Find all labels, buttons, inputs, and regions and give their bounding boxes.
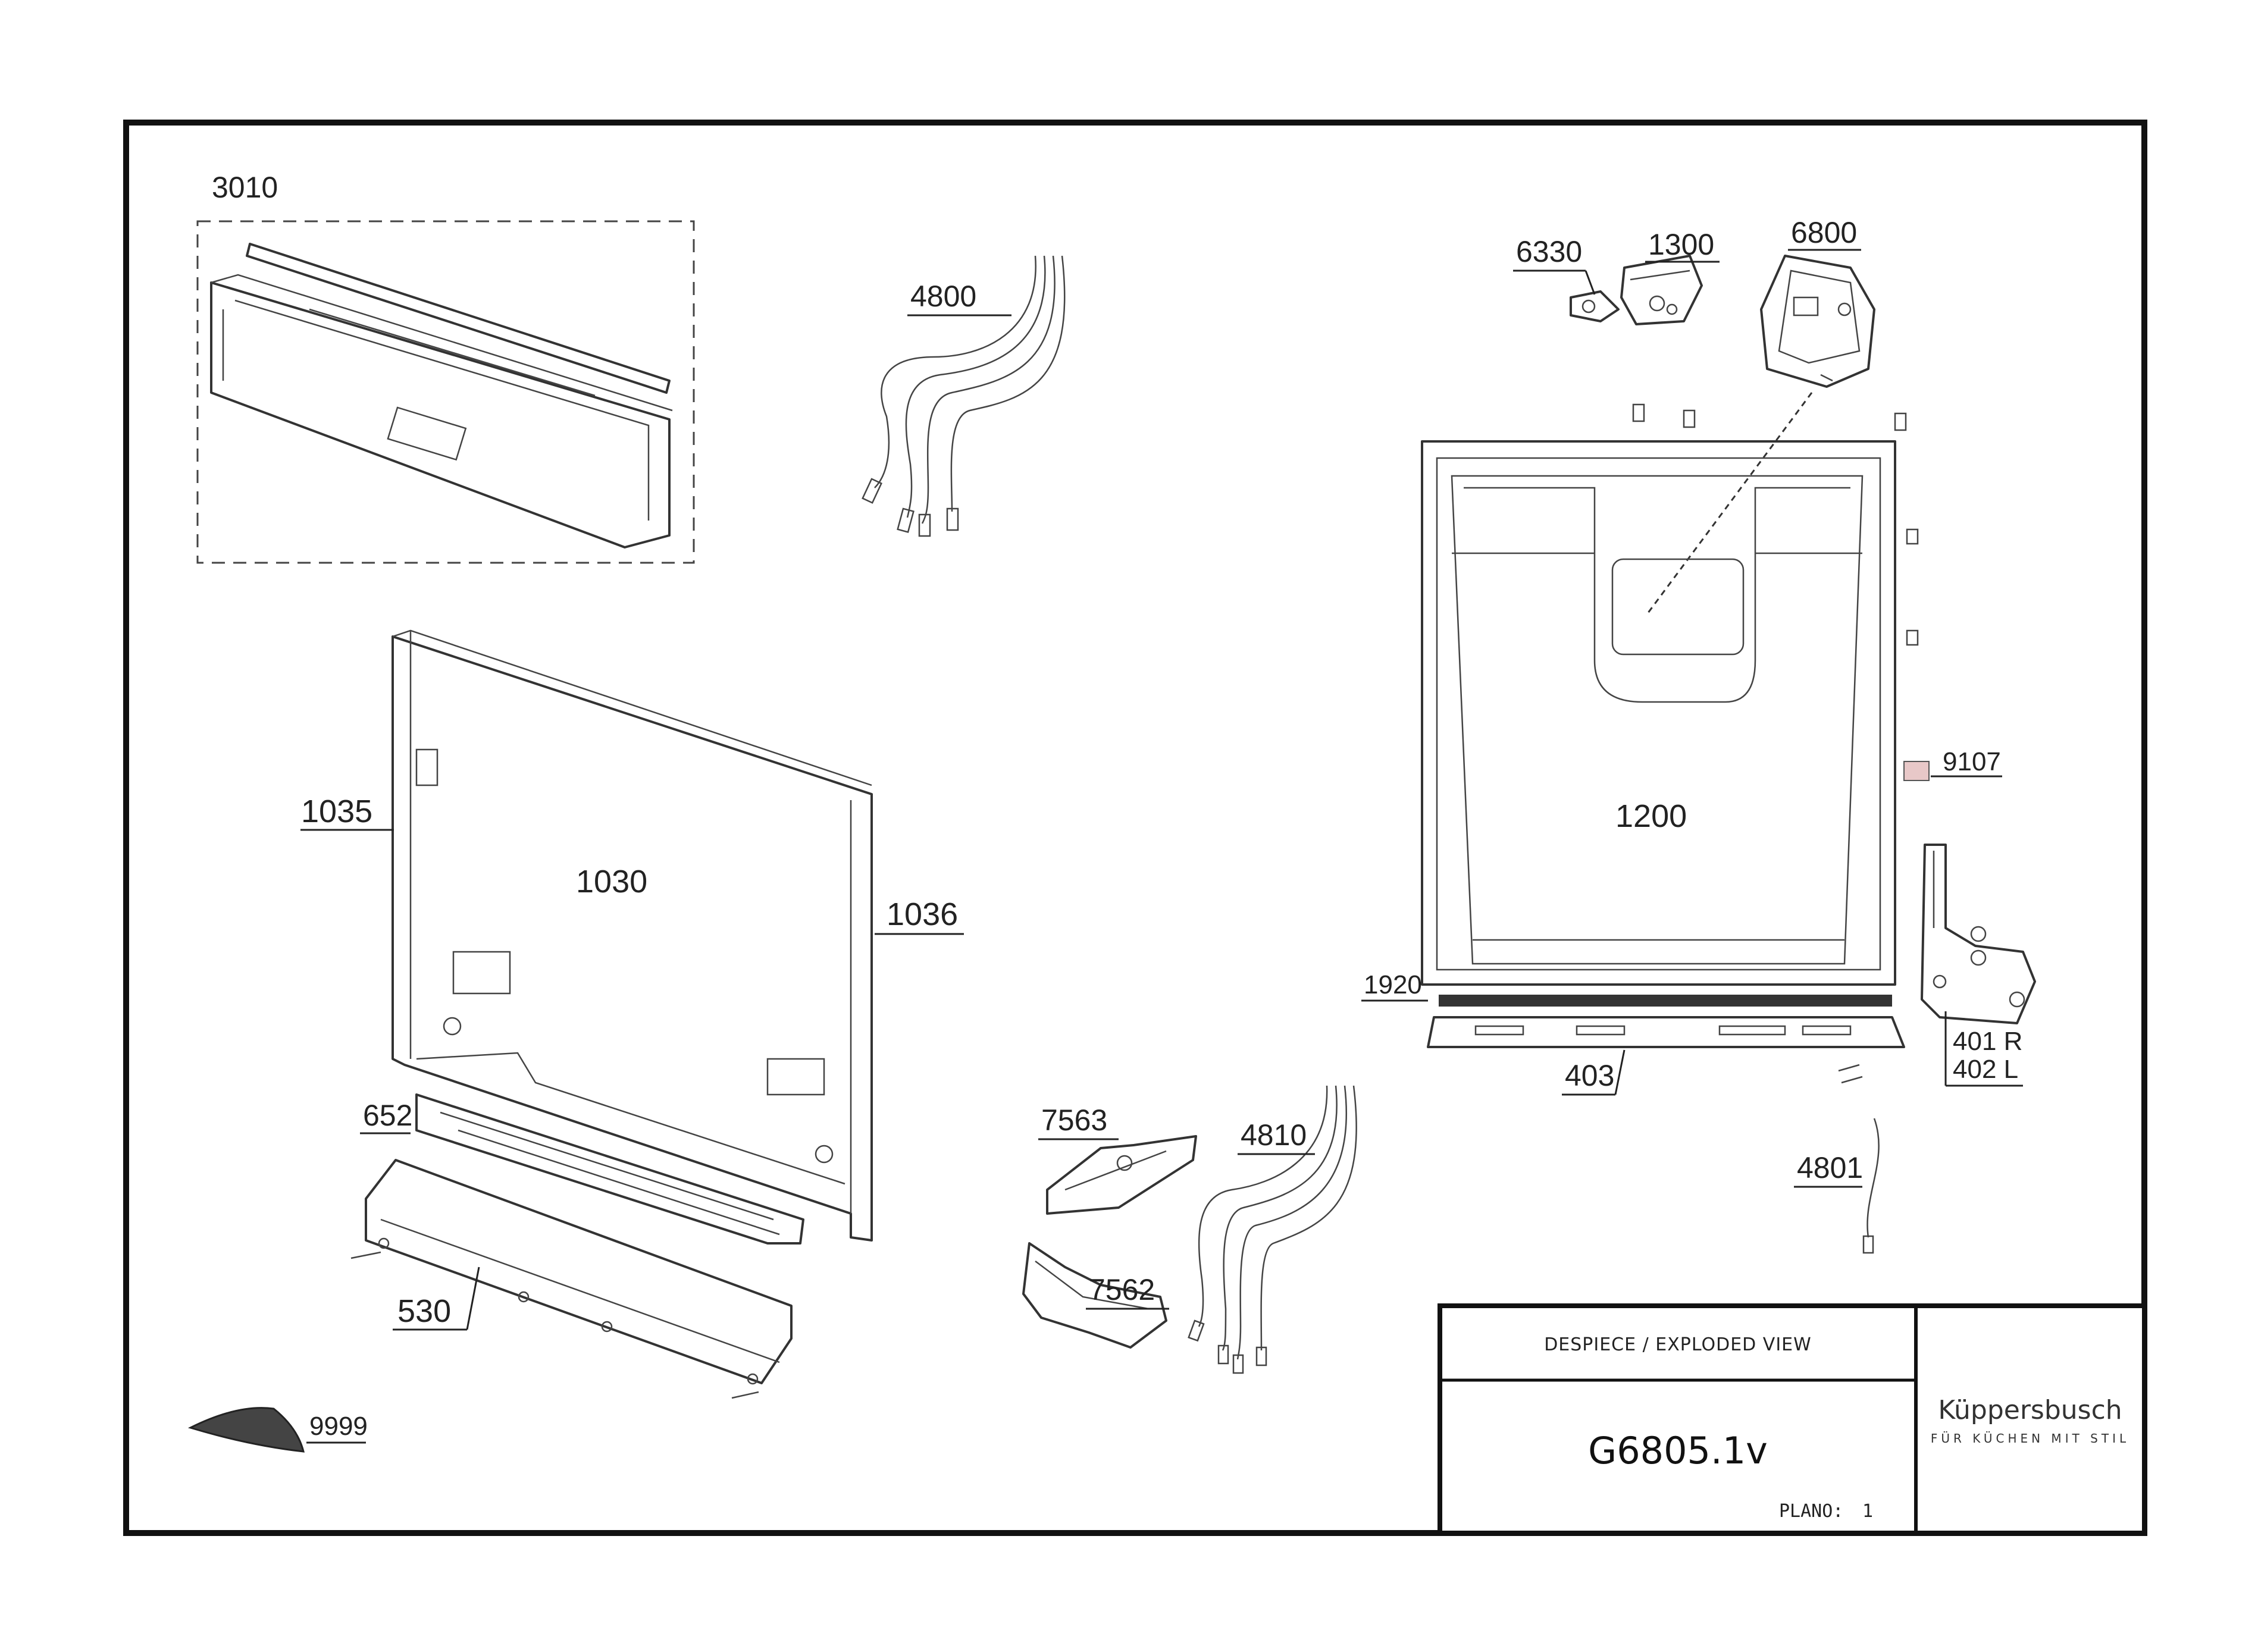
svg-text:4801: 4801 [1797,1151,1863,1184]
part-1200-inner-door [1421,440,1896,986]
part-4810-wiring-harness [1188,1085,1357,1374]
svg-text:1030: 1030 [576,864,647,899]
callout-6800: 6800 [1788,216,1861,251]
svg-text:FÜR KÜCHEN MIT STIL: FÜR KÜCHEN MIT STIL [1931,1431,2129,1446]
svg-text:652: 652 [363,1099,412,1132]
dispenser-mounting-dashed-line [1647,392,1813,613]
part-1030-outer-door [392,629,873,1242]
part-9999-cloth [187,1407,305,1453]
svg-text:6330: 6330 [1516,235,1582,268]
part-1300-lock [1620,255,1703,325]
callout-401r-402l: 401 R 402 L [1944,1011,2023,1087]
part-6800-dispenser [1760,255,1875,388]
callout-1036: 1036 [875,896,964,935]
drawing-border [123,120,2147,1536]
callout-1200: 1200 [1615,798,1687,834]
svg-text:1036: 1036 [887,896,958,932]
part-6330-clip [1570,290,1620,322]
svg-text:G6805.1v: G6805.1v [1588,1429,1768,1472]
part-7562-guide [1022,1242,1167,1349]
svg-text:Küppersbusch: Küppersbusch [1938,1395,2122,1425]
callout-530: 530 [393,1267,480,1331]
callout-3010: 3010 [212,171,278,204]
svg-text:403: 403 [1565,1059,1614,1092]
part-7563-bracket [1046,1135,1197,1215]
callout-4800: 4800 [907,280,1011,316]
callout-9107: 9107 [1931,747,2002,778]
svg-text:530: 530 [397,1293,451,1329]
svg-text:4810: 4810 [1241,1118,1307,1152]
svg-text:7563: 7563 [1041,1104,1107,1137]
part-1920-seal [1439,995,1892,1007]
svg-text:PLANO:: PLANO: [1779,1501,1843,1522]
svg-text:4800: 4800 [910,280,976,313]
svg-text:3010: 3010 [212,171,278,204]
svg-text:1920: 1920 [1364,970,1422,999]
svg-text:1035: 1035 [301,794,372,829]
part-3010-control-panel [196,220,695,564]
brand-logo: Küppersbusch FÜR KÜCHEN MIT STIL [1931,1395,2129,1446]
callout-1035: 1035 [300,794,394,831]
part-4800-wiring-harness [862,255,1066,537]
svg-text:1200: 1200 [1615,798,1687,834]
part-401-402-hinge [1921,844,2036,1024]
callout-1030: 1030 [576,864,647,899]
callout-4810: 4810 [1238,1118,1315,1155]
svg-text:7562: 7562 [1089,1273,1155,1306]
part-652-handle-insert [415,1093,804,1245]
svg-text:9107: 9107 [1943,747,2001,776]
title-block [1438,1303,2147,1535]
title-block-header: DESPIECE / EXPLODED VIEW [1544,1334,1812,1355]
part-4801-cable [1862,1118,1880,1254]
title-block-model: G6805.1v [1588,1429,1768,1472]
tub-screws [1632,403,1919,646]
part-9107-label [1903,761,1930,781]
svg-text:9999: 9999 [309,1412,368,1441]
callout-1920: 1920 [1361,970,1428,1002]
callout-403: 403 [1562,1049,1626,1096]
callout-1300: 1300 [1645,228,1720,263]
hinge-screws [1838,1064,1863,1084]
part-530-bottom-strip [350,1159,793,1399]
callout-7562: 7562 [1086,1273,1169,1310]
svg-text:6800: 6800 [1791,216,1857,249]
svg-text:DESPIECE / EXPLODED VIEW: DESPIECE / EXPLODED VIEW [1544,1334,1812,1355]
svg-text:401 R: 401 R [1953,1027,2022,1056]
part-403-rail [1427,1016,1905,1048]
callout-652: 652 [360,1099,412,1134]
callout-7563: 7563 [1038,1104,1119,1140]
title-block-plano: PLANO: 1 [1779,1501,1873,1522]
callout-4801: 4801 [1794,1151,1863,1188]
callout-9999: 9999 [306,1412,368,1444]
svg-text:1300: 1300 [1648,228,1714,261]
svg-text:1: 1 [1862,1501,1873,1522]
svg-text:402 L: 402 L [1953,1055,2018,1084]
callout-6330: 6330 [1513,235,1596,295]
